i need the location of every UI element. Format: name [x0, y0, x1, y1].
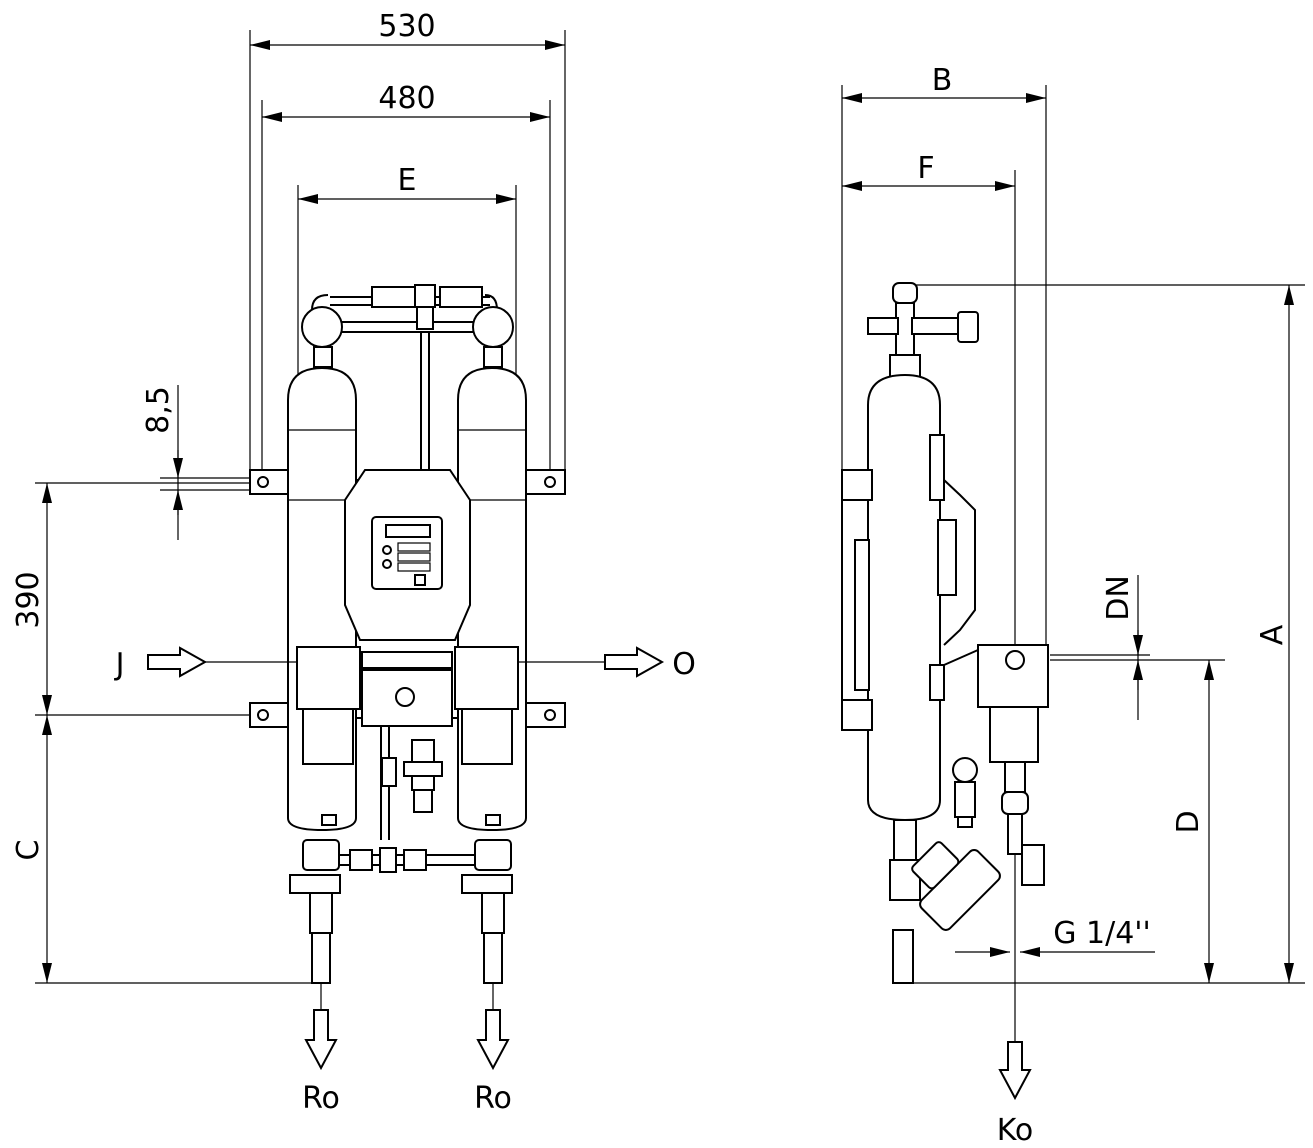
front-view: 530 480 E 8,5 390 C [11, 9, 696, 1116]
gauge-left [301, 306, 343, 348]
dim-mount-height: 390 [11, 571, 46, 628]
drain-valve-left [289, 839, 341, 984]
dim-depth: B [932, 63, 953, 98]
dim-base-height: C [11, 840, 46, 861]
gauge-right [472, 306, 514, 348]
bracket-bottom-left [249, 702, 291, 728]
top-valve-assembly [867, 282, 979, 378]
side-bracket-top [841, 469, 873, 501]
drain-arrow-right [476, 1009, 510, 1071]
controller-housing [344, 469, 471, 641]
side-drain-valve [911, 841, 1001, 931]
outlet-arrow [604, 646, 665, 678]
filter-head-right [454, 646, 519, 710]
dim-port-size: DN [1101, 575, 1136, 621]
filter-head-left [296, 646, 361, 710]
drain-arrow-left [304, 1009, 338, 1071]
dim-overall-width: 530 [378, 9, 435, 44]
filter-bowl-right [461, 708, 513, 765]
outlet-label: O [672, 647, 696, 682]
side-gauge [952, 757, 978, 783]
side-bracket-bottom [841, 699, 873, 731]
filter-bowl-left [302, 708, 354, 765]
side-view: B F A D DN G 1/4'' [841, 63, 1305, 1148]
side-vessel [867, 373, 941, 822]
dim-port-height: D [1171, 810, 1206, 833]
bracket-top-left [249, 469, 291, 495]
condensate-label: Ko [997, 1113, 1034, 1148]
drain-label-left: Ro [302, 1081, 340, 1116]
lower-piping [321, 726, 501, 873]
dim-mount-width: 480 [378, 81, 435, 116]
side-filter-bowl [989, 706, 1039, 763]
control-display [385, 524, 431, 538]
inlet-arrow [147, 646, 208, 678]
condensate-arrow [998, 1041, 1032, 1101]
dim-hole-dia: 8,5 [141, 386, 176, 434]
inlet-label: J [114, 647, 125, 682]
dim-outlet-depth: F [917, 151, 934, 186]
side-handle [943, 479, 976, 646]
dim-drain-thread: G 1/4'' [1053, 916, 1151, 951]
top-manifold [301, 284, 514, 470]
dim-vessel-spacing: E [398, 163, 417, 198]
valve-block [361, 669, 453, 727]
dim-total-height: A [1255, 624, 1290, 645]
drain-label-right: Ro [474, 1081, 512, 1116]
drain-valve-right [461, 839, 513, 984]
side-filter-head [977, 644, 1049, 708]
